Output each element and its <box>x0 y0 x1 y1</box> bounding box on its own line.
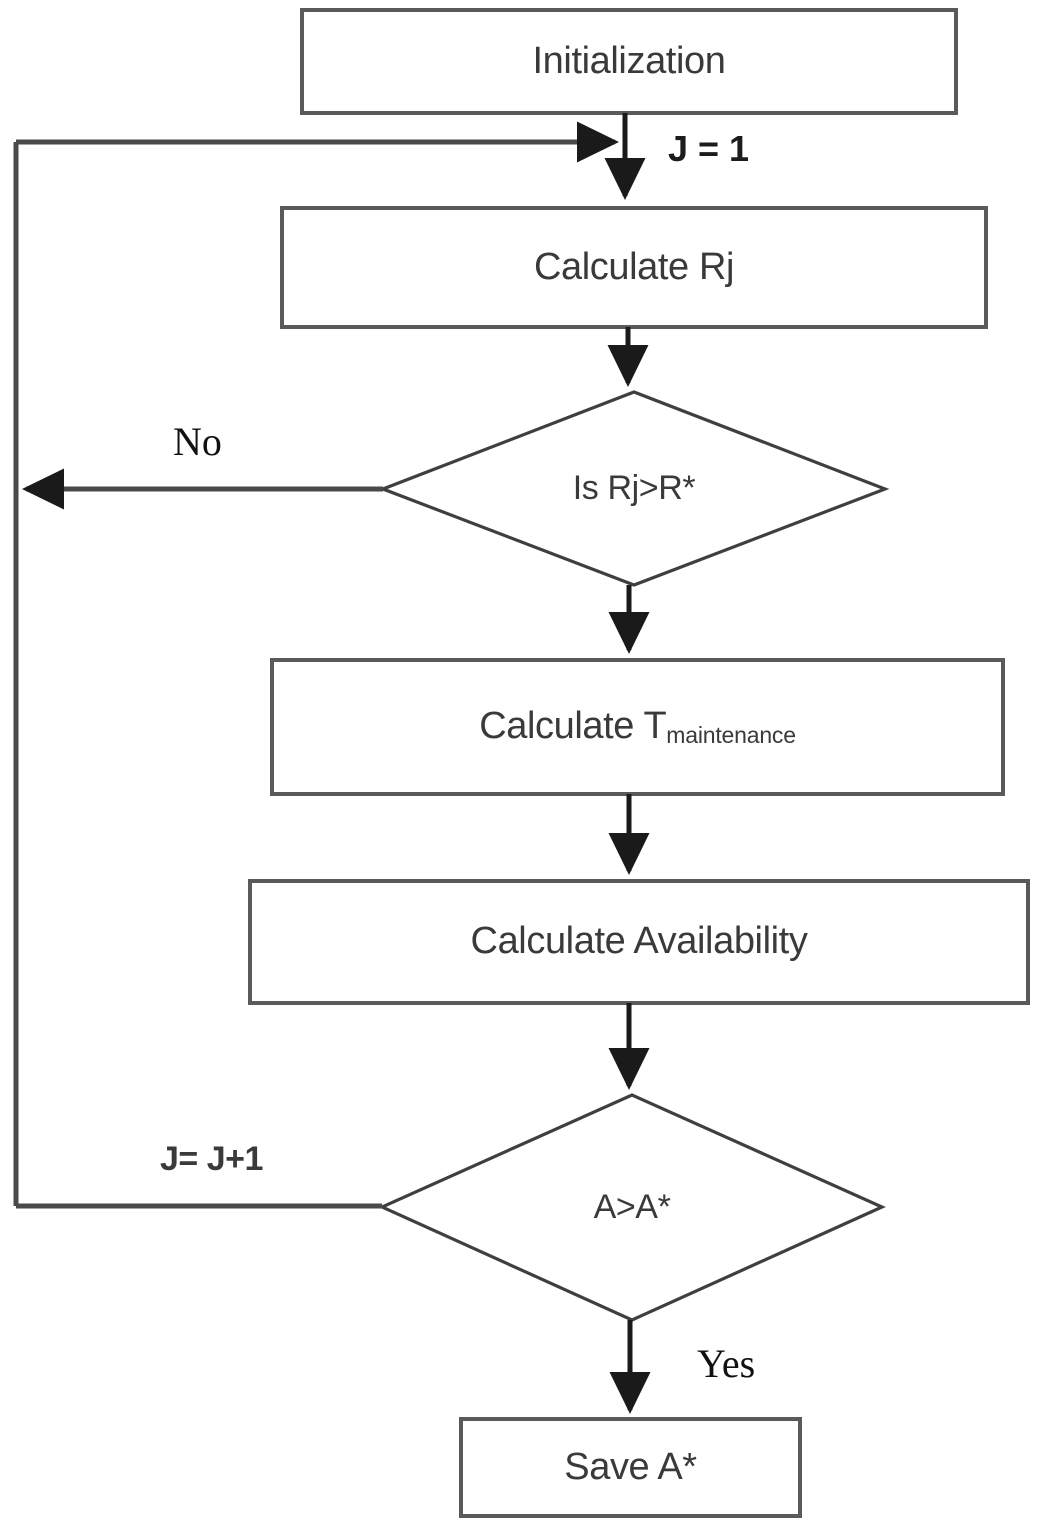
node-calculate-t-maintenance <box>270 658 1005 796</box>
node-is-rj-greater-rstar <box>378 390 890 587</box>
node-calculate-availability <box>248 879 1030 1005</box>
node-initialization <box>300 8 958 115</box>
node-a-greater-astar <box>378 1093 886 1322</box>
node-save-astar <box>459 1417 802 1518</box>
node-calculate-rj <box>280 206 988 329</box>
